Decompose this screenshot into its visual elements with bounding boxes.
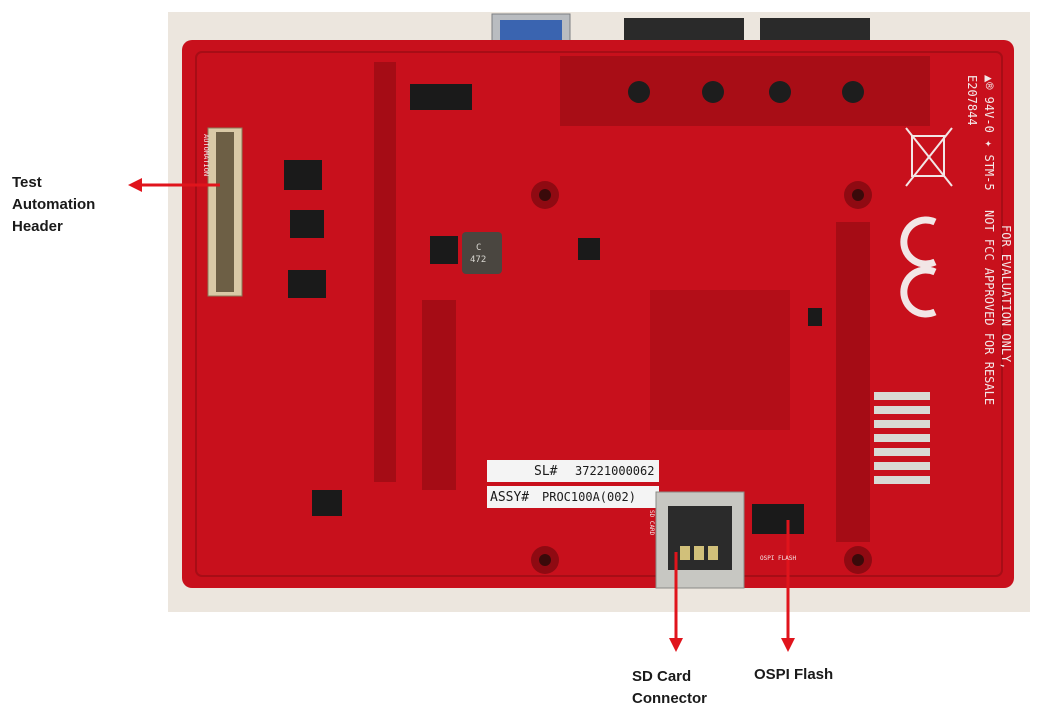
ic-u1 xyxy=(284,160,322,190)
jack-row xyxy=(628,81,864,103)
ic-u2 xyxy=(290,210,324,238)
callout-line: Connector xyxy=(632,690,707,707)
cert-line-4: FOR EVALUATION ONLY, xyxy=(999,225,1013,370)
arrow-left-icon xyxy=(128,178,220,192)
pin-header-right xyxy=(836,222,870,542)
cert-line-2: E207844 xyxy=(965,75,979,126)
resistor-array xyxy=(874,392,930,484)
ic-u5 xyxy=(578,238,600,260)
ospi-flash-chip xyxy=(752,504,804,534)
pcb-outline xyxy=(195,51,1003,577)
sd-silk: SD CARD xyxy=(648,510,655,536)
callout-line: Test xyxy=(12,174,42,191)
assy-sticker xyxy=(487,486,659,508)
ospi-silk: OSPI FLASH xyxy=(760,555,797,562)
callout-line: Automation xyxy=(12,196,96,213)
inductor-text-1: C xyxy=(476,243,481,253)
ce-mark-icon xyxy=(900,216,937,318)
serial-label: SL# xyxy=(534,464,558,479)
mounting-holes xyxy=(531,181,872,574)
cert-line-1: ▲® 94V-0 ✦ STM-5 xyxy=(982,75,996,191)
ic-u7 xyxy=(808,308,822,326)
sd-card-slot xyxy=(668,506,732,570)
serial-value: 37221000062 xyxy=(575,464,654,478)
weee-bin-icon xyxy=(905,127,953,187)
assy-value: PROC100A(002) xyxy=(542,490,636,504)
inductor xyxy=(462,232,502,274)
connector-region xyxy=(560,56,930,126)
pin-header-left xyxy=(374,62,396,482)
cert-line-3: NOT FCC APPROVED FOR RESALE xyxy=(982,210,996,405)
ic-top xyxy=(410,84,472,110)
callout-test-automation-header: Test Automation Header xyxy=(12,172,95,238)
callout-line: SD Card xyxy=(632,668,692,685)
ic-u4 xyxy=(430,236,458,264)
callout-sd-card-connector: SD Card Connector xyxy=(632,666,707,710)
automation-silk: AUTOMATION xyxy=(202,134,210,176)
callout-line: OSPI Flash xyxy=(754,666,834,683)
assy-label: ASSY# xyxy=(490,490,529,505)
inductor-text-2: 472 xyxy=(470,255,486,265)
arrow-down-icon xyxy=(669,552,683,652)
arrow-down-icon xyxy=(781,520,795,652)
automation-header-pins xyxy=(216,132,234,292)
processor-area xyxy=(650,290,790,430)
callout-ospi-flash: OSPI Flash xyxy=(754,664,833,686)
ic-u6 xyxy=(312,490,342,516)
serial-sticker xyxy=(487,460,659,482)
pin-header-mid xyxy=(422,300,456,490)
ic-u3 xyxy=(288,270,326,298)
callout-line: Header xyxy=(12,218,63,235)
